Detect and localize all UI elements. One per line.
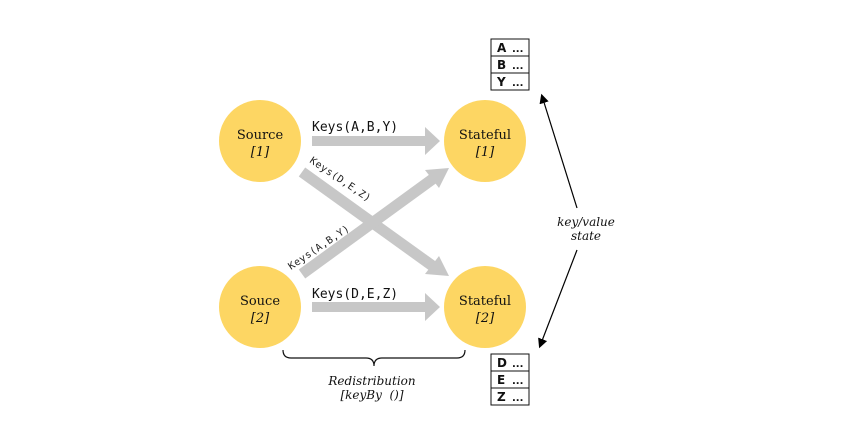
state-key: B (497, 58, 506, 72)
arrow-source2-to-stateful1 (298, 168, 449, 279)
keyby-label: [keyBy ()] (340, 388, 403, 402)
state-key: A (497, 41, 507, 55)
state-key: Z (497, 390, 506, 404)
state-key: D (497, 356, 507, 370)
state-value: ... (512, 393, 523, 404)
state-value: ... (512, 44, 523, 55)
edge-label-source2-stateful2: Keys(D,E,Z) (312, 287, 398, 302)
state-key: E (497, 373, 505, 387)
node-subtitle: [1] (476, 145, 495, 160)
node-subtitle: [1] (251, 145, 270, 160)
node-stateful-1: Stateful [1] (444, 100, 526, 182)
node-stateful-2: Stateful [2] (444, 266, 526, 348)
redistribution-brace (282, 349, 466, 367)
node-source-1: Source [1] (219, 100, 301, 182)
state-arrow-up (539, 93, 578, 209)
state-label-line2: state (571, 229, 601, 243)
arrow-source2-to-stateful2 (312, 293, 440, 321)
redistribution-label: Redistribution (327, 374, 415, 388)
state-table-bottom: D ... E ... Z ... (490, 353, 530, 406)
state-label-line1: key/value (557, 215, 615, 229)
node-subtitle: [2] (251, 311, 270, 326)
state-value: ... (512, 61, 523, 72)
state-value: ... (512, 359, 523, 370)
node-title: Stateful (459, 128, 511, 143)
state-value: ... (512, 376, 523, 387)
node-source-2: Souce [2] (219, 266, 301, 348)
state-value: ... (512, 78, 523, 89)
node-subtitle: [2] (476, 311, 495, 326)
node-title: Source (237, 128, 284, 143)
node-title: Souce (240, 294, 280, 309)
node-title: Stateful (459, 294, 511, 309)
state-key: Y (496, 75, 506, 89)
edge-label-source1-stateful1: Keys(A,B,Y) (312, 120, 398, 135)
state-arrow-down (538, 249, 578, 349)
state-table-top: A ... B ... Y ... (490, 38, 530, 91)
arrow-source1-to-stateful1 (312, 127, 440, 155)
